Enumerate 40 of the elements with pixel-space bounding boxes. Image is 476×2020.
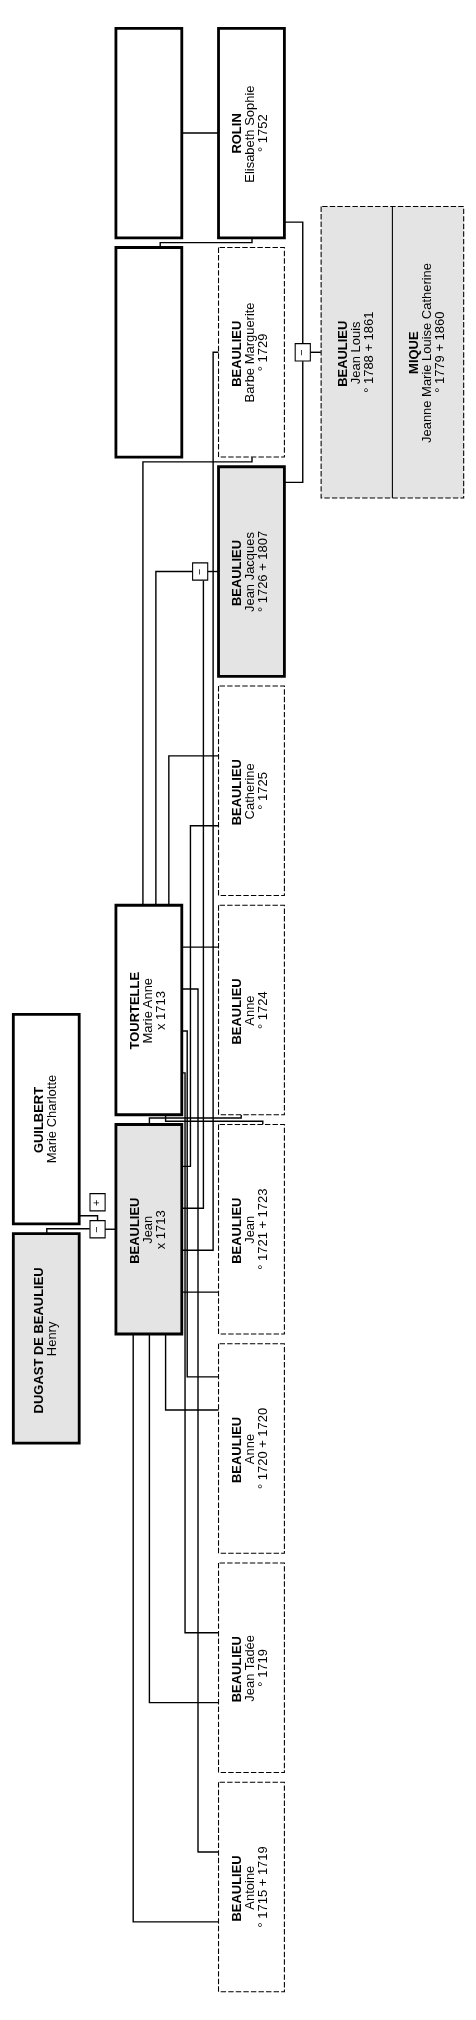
node-box: −	[191, 562, 208, 581]
node-box: −	[88, 1220, 106, 1239]
node-box: BEAULIEU Barbe Marguerite ° 1729	[217, 247, 285, 458]
connector	[181, 1072, 219, 1634]
connector	[132, 1333, 219, 1923]
connector	[45, 1228, 90, 1235]
node-box: −	[294, 343, 311, 362]
connector	[154, 570, 193, 906]
node-box: BEAULIEU Jean Jacques ° 1726 + 1807	[216, 465, 286, 678]
connector	[164, 1114, 263, 1126]
node-box: BEAULIEU Antoine ° 1715 + 1719	[217, 1781, 285, 1993]
node-box: BEAULIEU Anne ° 1720 + 1720	[217, 1343, 285, 1554]
connector	[180, 824, 219, 1168]
node-box: BEAULIEU Jean Tadée ° 1719	[217, 1562, 285, 1773]
connector	[159, 237, 253, 249]
node-box: +	[88, 1193, 106, 1212]
connector	[180, 988, 219, 1853]
connector	[141, 456, 253, 906]
connector	[180, 946, 219, 948]
node-box: BEAULIEU Anne ° 1724	[217, 904, 285, 1116]
node-box: TOURTELLE Marie Anne x 1713	[114, 903, 183, 1117]
connector	[180, 1030, 219, 1378]
connector	[283, 360, 303, 484]
connector	[78, 1215, 98, 1221]
connector	[167, 755, 219, 906]
node-box: ROLIN Elisabeth Sophie ° 1752	[216, 26, 286, 240]
node-box	[114, 246, 183, 459]
node-box: GUILBERT Marie Charlotte	[11, 1012, 81, 1226]
node-box	[114, 26, 183, 240]
connector	[180, 579, 204, 1209]
node-box: BEAULIEU Jean x 1713	[114, 1123, 183, 1336]
connector	[164, 1333, 219, 1411]
connector	[180, 132, 219, 134]
node-box: BEAULIEU Jean ° 1721 + 1723	[217, 1123, 285, 1335]
connector	[148, 1114, 242, 1125]
connector	[283, 221, 303, 345]
connector	[180, 1291, 219, 1293]
connector	[148, 1333, 219, 1704]
node-box: DUGAST DE BEAULIEU Henry	[11, 1232, 81, 1445]
node-box: BEAULIEU Catherine ° 1725	[217, 685, 285, 897]
